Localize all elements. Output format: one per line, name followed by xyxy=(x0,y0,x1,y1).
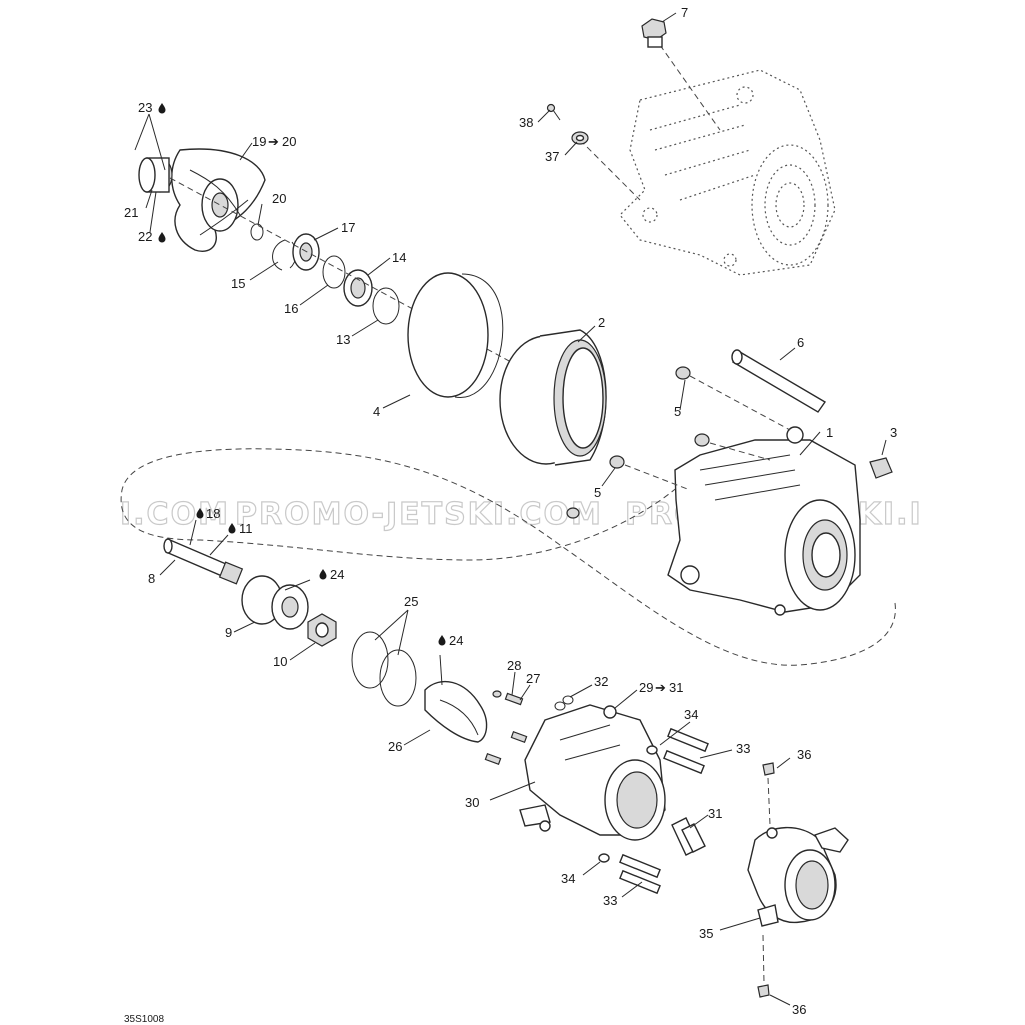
callout-35: 35 xyxy=(699,926,713,941)
part-7-cap xyxy=(641,18,667,48)
callout-34b: 34 xyxy=(561,871,575,886)
part-25-o-rings xyxy=(351,631,417,707)
callout-5a: 5 xyxy=(674,404,681,419)
drop-icon xyxy=(158,103,166,114)
callout-24a: 24 xyxy=(330,567,344,582)
axis-dashed-bushings xyxy=(624,375,791,491)
part-27-28-screws xyxy=(484,690,528,765)
callout-30: 30 xyxy=(465,795,479,810)
callout-20: 20 xyxy=(272,191,286,206)
callout-16: 16 xyxy=(284,301,298,316)
callout-4: 4 xyxy=(373,404,380,419)
callout-21: 21 xyxy=(124,205,138,220)
watermark: I.COM PROMO-JETSKI.COM PROMO-JETSKI.I xyxy=(119,496,921,532)
callout-28: 28 xyxy=(507,658,521,673)
figure-code: 35S1008 xyxy=(124,1014,164,1025)
callout-23: 23 xyxy=(138,100,152,115)
watermark-left: I.COM xyxy=(120,497,230,532)
part-26-cone xyxy=(424,680,488,743)
callout-2: 2 xyxy=(598,315,605,330)
callout-26: 26 xyxy=(388,739,402,754)
callout-9: 9 xyxy=(225,625,232,640)
callout-10: 10 xyxy=(273,654,287,669)
callout-32: 32 xyxy=(594,674,608,689)
callout-27: 27 xyxy=(526,671,540,686)
callout-13: 13 xyxy=(336,332,350,347)
callout-18: 18 xyxy=(206,506,220,521)
callout-31: 31 xyxy=(708,806,722,821)
part-33-34-bolts-lower xyxy=(598,853,661,895)
engine-housing xyxy=(619,69,836,276)
callout-22: 22 xyxy=(138,229,152,244)
part-2-liner xyxy=(499,329,607,466)
part-19-impeller xyxy=(171,148,266,252)
axis-dashed-impeller xyxy=(169,177,601,411)
callout-6: 6 xyxy=(797,335,804,350)
callout-38: 38 xyxy=(519,115,533,130)
callout-37: 37 xyxy=(545,149,559,164)
part-9-bearing xyxy=(241,575,309,630)
callout-19-to: 20 xyxy=(282,134,296,149)
callout-36a: 36 xyxy=(797,747,811,762)
callout-1: 1 xyxy=(826,425,833,440)
part-8-shaft xyxy=(163,538,244,585)
part-35-nozzle xyxy=(747,826,849,927)
callout-24b: 24 xyxy=(449,633,463,648)
part-21-wear-ring-sleeve xyxy=(138,157,173,193)
leader-37-dashed xyxy=(579,139,641,201)
callout-7: 7 xyxy=(681,5,688,20)
callout-labels: 7 38 37 23 19 ➔ 20 20 17 14 15 16 13 21 … xyxy=(124,5,897,1017)
callout-15: 15 xyxy=(231,276,245,291)
part-32-washers xyxy=(554,695,574,711)
part-17-seal xyxy=(292,233,320,271)
part-16-o-ring xyxy=(322,255,346,289)
callout-25: 25 xyxy=(404,594,418,609)
callout-5b: 5 xyxy=(594,485,601,500)
part-5-bushings xyxy=(566,366,710,519)
callout-11: 11 xyxy=(239,521,253,536)
part-30-venturi xyxy=(519,704,666,841)
callout-8: 8 xyxy=(148,571,155,586)
callout-14: 14 xyxy=(392,250,406,265)
callout-29: 29 xyxy=(639,680,653,695)
callout-29-to: 31 xyxy=(669,680,683,695)
part-15-retaining-ring xyxy=(272,239,297,271)
part-20-circlip xyxy=(250,223,264,241)
part-10-nut xyxy=(307,613,337,647)
drop-icon xyxy=(438,635,446,646)
drop-icon xyxy=(158,232,166,243)
callout-33b: 33 xyxy=(603,893,617,908)
part-14-bearing xyxy=(343,269,373,307)
watermark-center: PROMO-JETSKI.COM xyxy=(235,497,603,532)
leader-lines xyxy=(134,12,887,1006)
part-13-o-ring xyxy=(372,287,400,325)
part-3-plug xyxy=(869,457,893,479)
part-33-34-bolts-upper xyxy=(646,727,709,775)
part-38-pin xyxy=(546,103,561,121)
callout-19-arrow: ➔ xyxy=(268,134,279,149)
part-6-tube xyxy=(731,349,827,413)
callout-34a: 34 xyxy=(684,707,698,722)
drop-icon xyxy=(319,569,327,580)
part-31-bushings xyxy=(671,817,706,856)
callout-36b: 36 xyxy=(792,1002,806,1017)
part-37-bushing xyxy=(571,131,589,145)
callout-17: 17 xyxy=(341,220,355,235)
callout-19: 19 xyxy=(252,134,266,149)
part-36-screws xyxy=(757,762,775,998)
part-1-pump-housing xyxy=(667,426,861,616)
leader-7-dashed xyxy=(659,44,721,131)
callout-29-arrow: ➔ xyxy=(655,680,666,695)
callout-33a: 33 xyxy=(736,741,750,756)
part-4-wear-ring xyxy=(407,272,504,399)
callout-3: 3 xyxy=(890,425,897,440)
